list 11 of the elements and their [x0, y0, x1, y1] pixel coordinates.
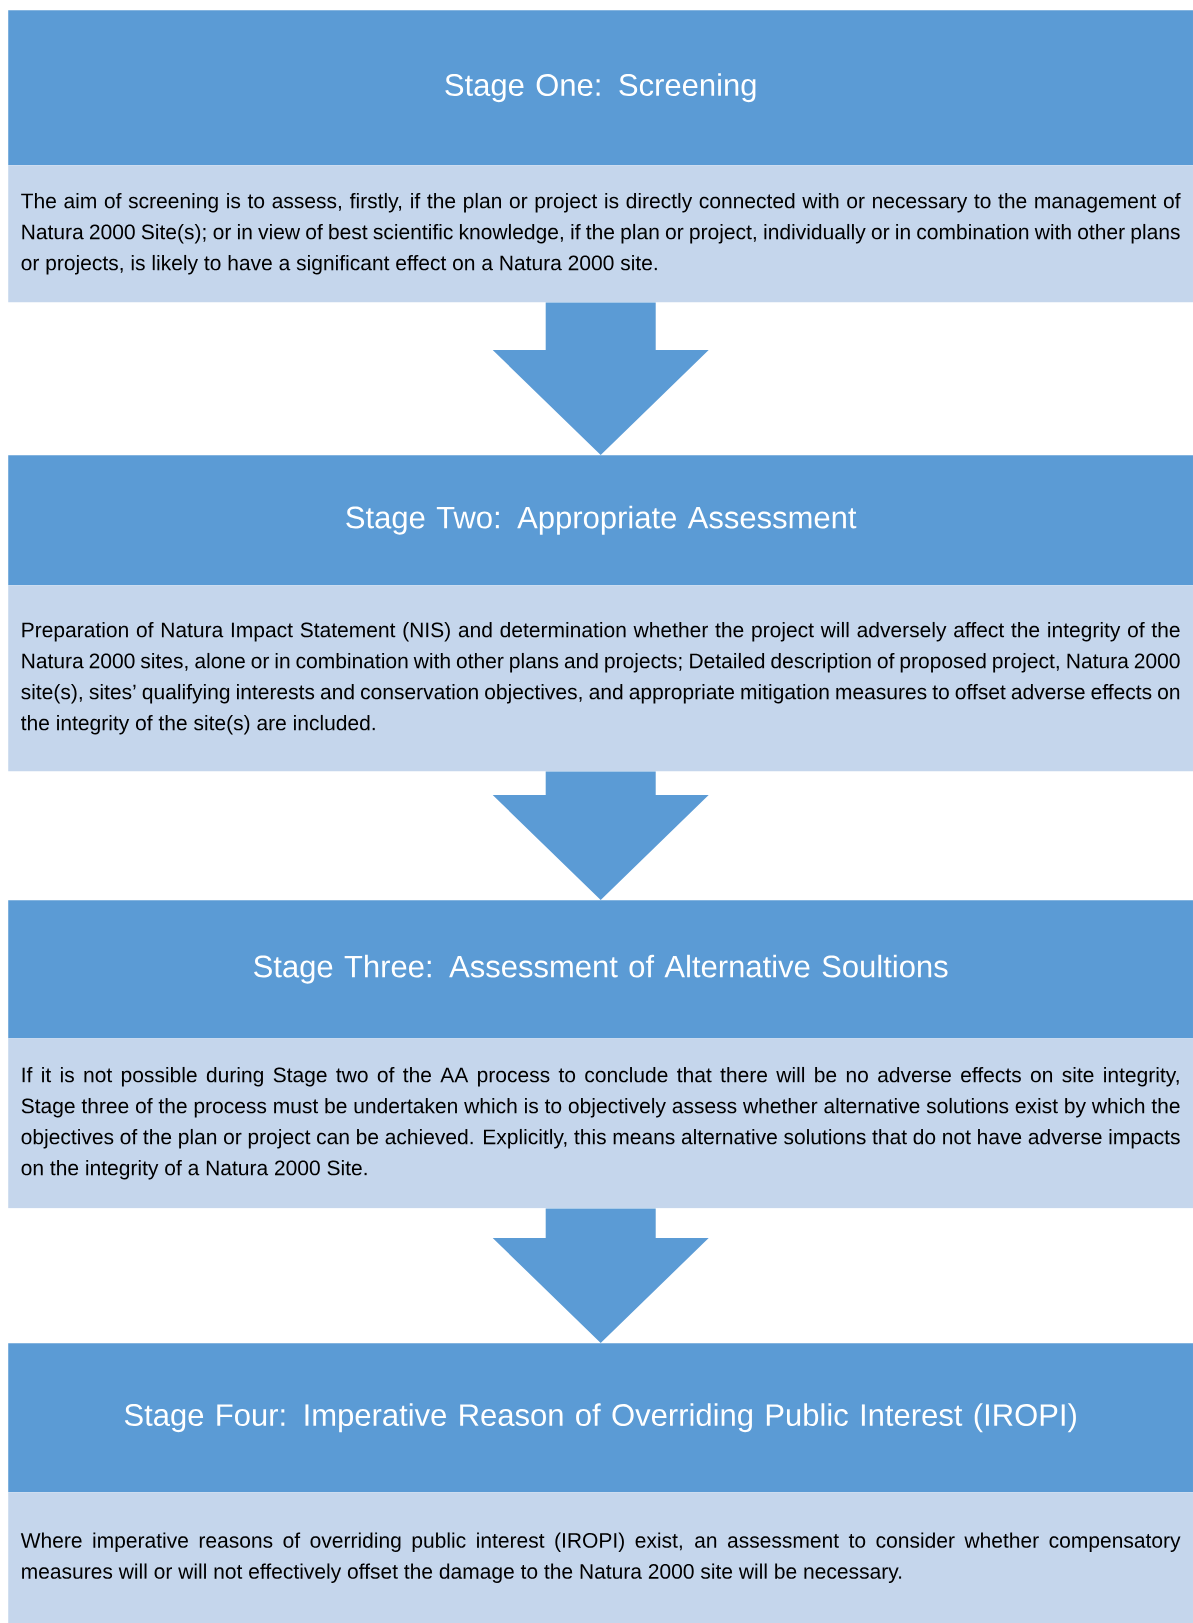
block-arrow	[492, 1208, 709, 1343]
description-box: If it is not possible during Stage two of the AA process to conclude that there will be no adverse effects on site integrity, Stage three of the process must be undertaken which is to objectively assess whether alternative solutions exist by which the objectives of the plan or project can be achieved. Explicitly, this means alternative solutions that do not have adverse impacts on the integrity of a Natura 2000 Site.	[8, 1038, 1193, 1209]
stage-header: Stage Two: Appropriate Assessment	[8, 455, 1193, 586]
block-arrow	[492, 302, 709, 455]
block-arrow	[492, 771, 709, 900]
description-box: Where imperative reasons of overriding public interest (IROPI) exist, an assessment to consider whether compensatory measures will or will not effectively offset the damage to the Natura 2000 site will be necessary.	[8, 1492, 1193, 1623]
description-box: Preparation of Natura Impact Statement (NIS) and determination whether the project will adversely affect the integrity of the Natura 2000 sites, alone or in combination with other plans and projects; Detailed description of proposed project, Natura 2000 site(s), sites’ qualifying interests and conservation objectives, and appropriate mitigation measures to offset adverse effects on the integrity of the site(s) are included.	[8, 585, 1193, 772]
stage-header: Stage Four: Imperative Reason of Overriding Public Interest (IROPI)	[8, 1343, 1193, 1493]
description-box: The aim of screening is to assess, firstly, if the plan or project is directly connected with or necessary to the management of Natura 2000 Site(s); or in view of best scientific knowledge, if the plan or project, individually or in combination with other plans or projects, is likely to have a significant effect on a Natura 2000 site.	[8, 165, 1193, 303]
stage-header: Stage One: Screening	[8, 10, 1193, 166]
stage-header: Stage Three: Assessment of Alternative Soultions	[8, 900, 1193, 1039]
